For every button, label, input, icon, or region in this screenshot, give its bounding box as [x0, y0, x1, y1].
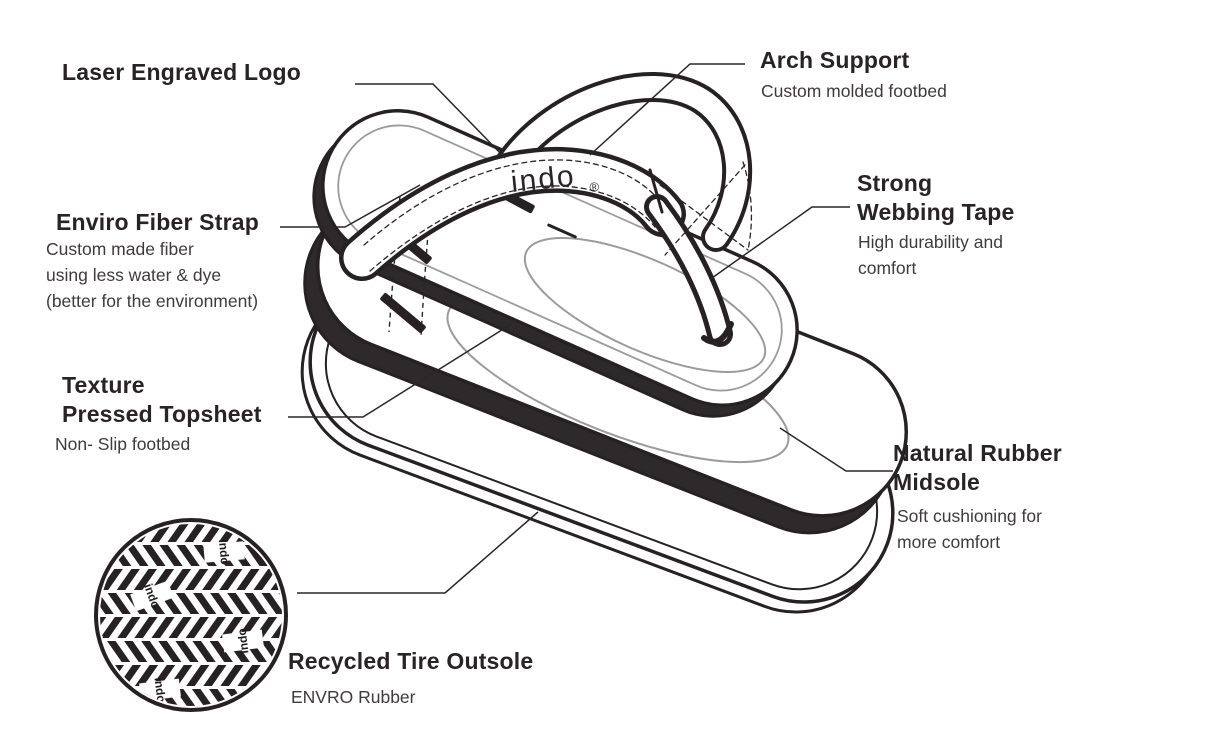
callout-enviro-fiber-strap: Enviro Fiber Strap [56, 209, 259, 235]
leader-enviro-fiber-strap [280, 184, 421, 228]
title-line: Natural Rubber [893, 440, 1062, 466]
desc-line: using less water & dye [46, 265, 222, 285]
desc-line: (better for the environment) [46, 291, 259, 311]
tread-swatch: indo indo indo indo [94, 518, 288, 712]
callout-natural-rubber-midsole-desc: Soft cushioning for more comfort [897, 503, 1042, 555]
leader-lines [280, 63, 893, 594]
title-line: Texture [62, 372, 145, 398]
strap-hidden-anchor [659, 161, 753, 256]
title-line: Midsole [893, 469, 981, 495]
leader-recycled-tire-outsole [297, 511, 539, 594]
title-line: Webbing Tape [857, 199, 1015, 225]
leader-texture-pressed-topsheet [288, 322, 514, 418]
desc-line: Soft cushioning for [897, 506, 1042, 526]
callout-strong-webbing-tape: Strong Webbing Tape [857, 169, 1014, 227]
leader-arch-support [589, 63, 745, 156]
desc-line: comfort [858, 258, 917, 278]
tread-logo-marks: indo indo indo indo [130, 539, 264, 704]
svg-text:indo: indo [216, 539, 232, 565]
callout-texture-pressed-topsheet-desc: Non- Slip footbed [55, 434, 191, 454]
toe-post-tip [701, 321, 734, 345]
title-line: Pressed Topsheet [62, 401, 262, 427]
strap-registered-mark-icon: ® [589, 179, 601, 195]
callout-natural-rubber-midsole: Natural Rubber Midsole [893, 439, 1062, 497]
desc-line: Custom made fiber [46, 239, 194, 259]
leader-natural-rubber-midsole [779, 427, 893, 472]
svg-text:indo: indo [152, 677, 169, 704]
callout-arch-support-desc: Custom molded footbed [761, 81, 947, 101]
desc-line: High durability and [858, 232, 1003, 252]
leader-strong-webbing-tape [711, 206, 850, 279]
callout-laser-engraved-logo: Laser Engraved Logo [62, 59, 301, 85]
strap [339, 72, 753, 347]
callout-arch-support: Arch Support [760, 47, 910, 73]
leader-laser-engraved-logo [355, 83, 506, 159]
callout-recycled-tire-outsole-desc: ENVRO Rubber [291, 687, 416, 707]
topsheet-texture-border [337, 124, 783, 392]
strap-brand-logo: indo [509, 159, 577, 199]
callout-enviro-fiber-strap-desc: Custom made fiber using less water & dye… [46, 236, 258, 314]
callout-strong-webbing-tape-desc: High durability and comfort [858, 229, 1003, 281]
svg-text:indo: indo [235, 628, 252, 655]
callout-texture-pressed-topsheet: Texture Pressed Topsheet [62, 371, 262, 429]
callout-recycled-tire-outsole: Recycled Tire Outsole [288, 648, 534, 674]
tread-swatch-outline [94, 518, 288, 712]
desc-line: more comfort [897, 532, 1001, 552]
title-line: Strong [857, 170, 933, 196]
topsheet-footbed-outline [523, 237, 767, 373]
